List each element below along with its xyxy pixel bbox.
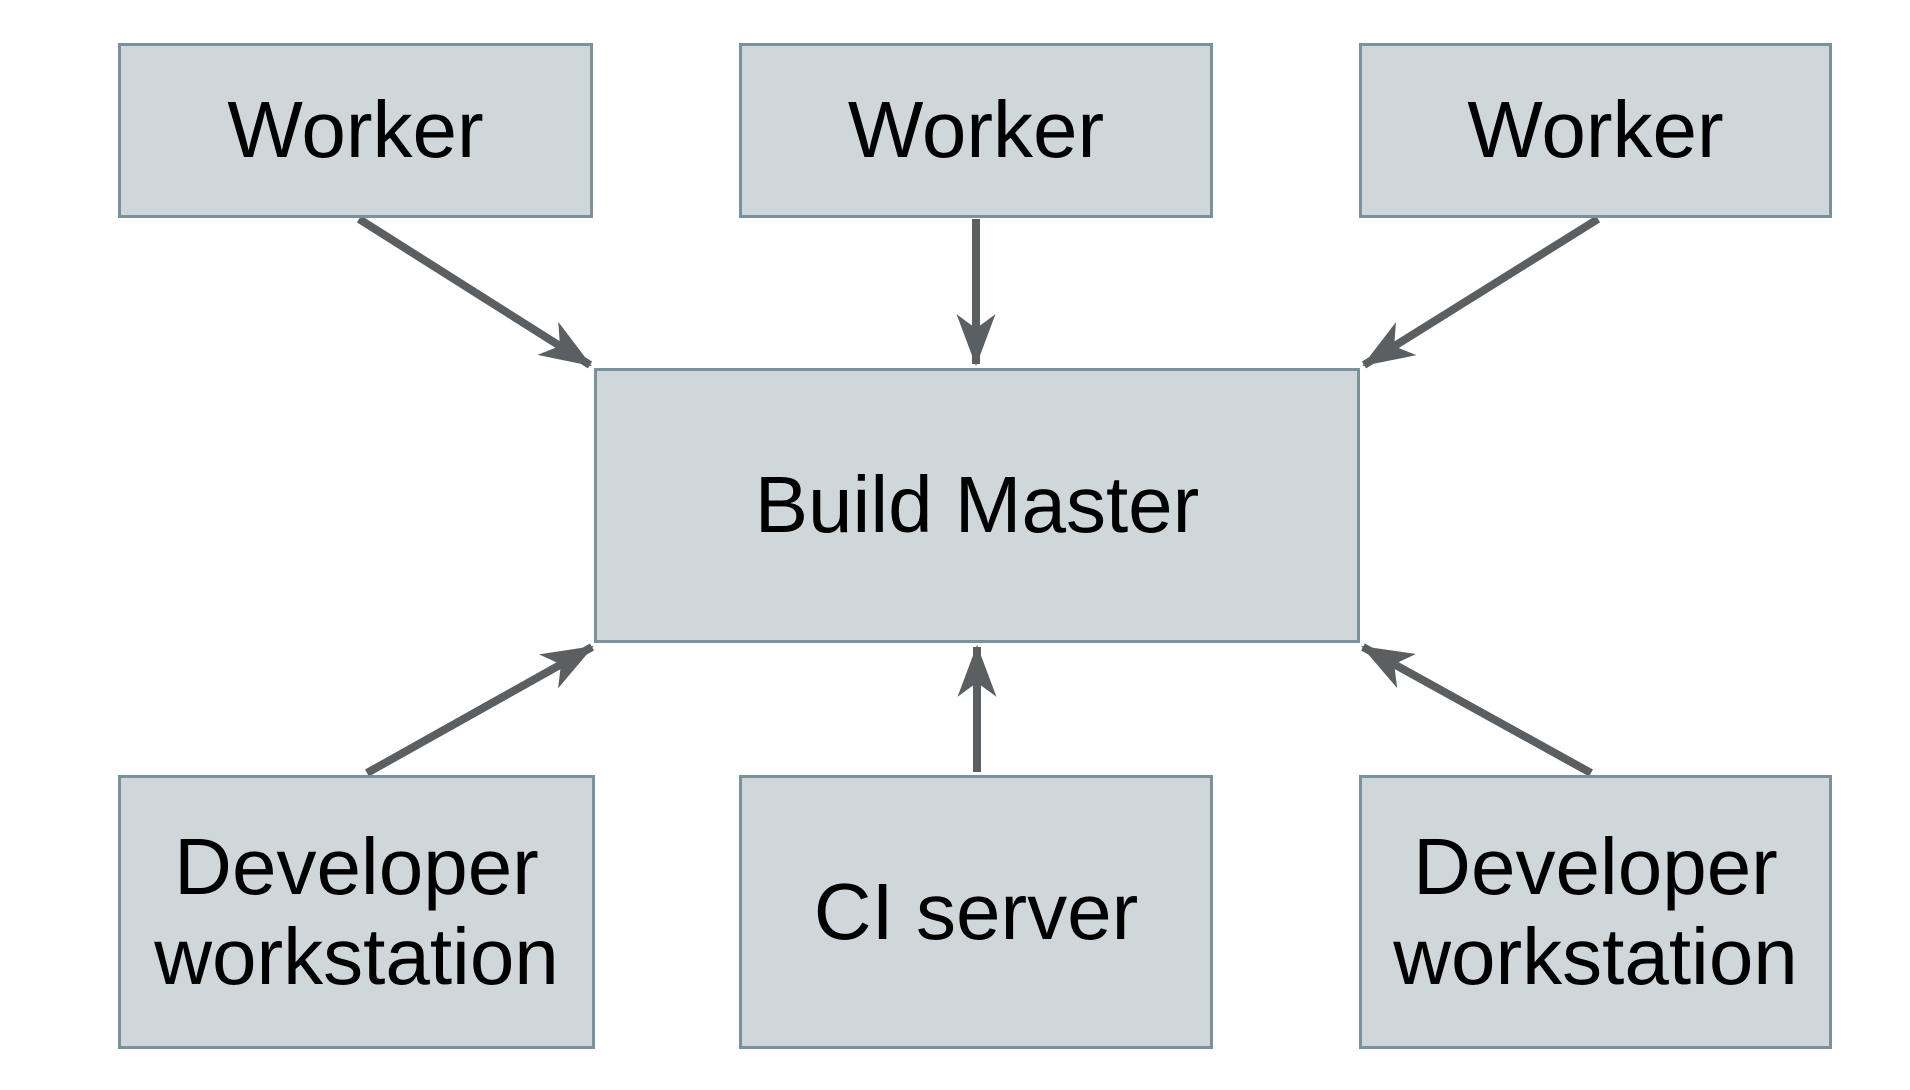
arrow-dev-left-to-build-master — [365, 643, 594, 777]
node-developer-workstation-left: Developer workstation — [118, 775, 595, 1049]
node-label: Worker — [1467, 85, 1724, 175]
arrow-worker-left-to-build-master — [356, 215, 593, 369]
node-worker-top-center: Worker — [739, 43, 1213, 218]
node-build-master: Build Master — [594, 368, 1360, 643]
node-worker-top-left: Worker — [118, 43, 593, 218]
node-label: Worker — [227, 85, 484, 175]
arrow-worker-right-to-build-master — [1361, 215, 1601, 369]
node-label: Developer workstation — [1393, 821, 1798, 1001]
node-label: CI server — [813, 866, 1139, 956]
node-label: Build Master — [754, 460, 1200, 550]
node-worker-top-right: Worker — [1359, 43, 1832, 218]
node-label: Worker — [847, 85, 1105, 175]
node-ci-server: CI server — [739, 775, 1213, 1049]
node-developer-workstation-right: Developer workstation — [1359, 775, 1832, 1049]
node-label: Developer workstation — [154, 821, 559, 1001]
arrow-dev-right-to-build-master — [1361, 643, 1593, 777]
